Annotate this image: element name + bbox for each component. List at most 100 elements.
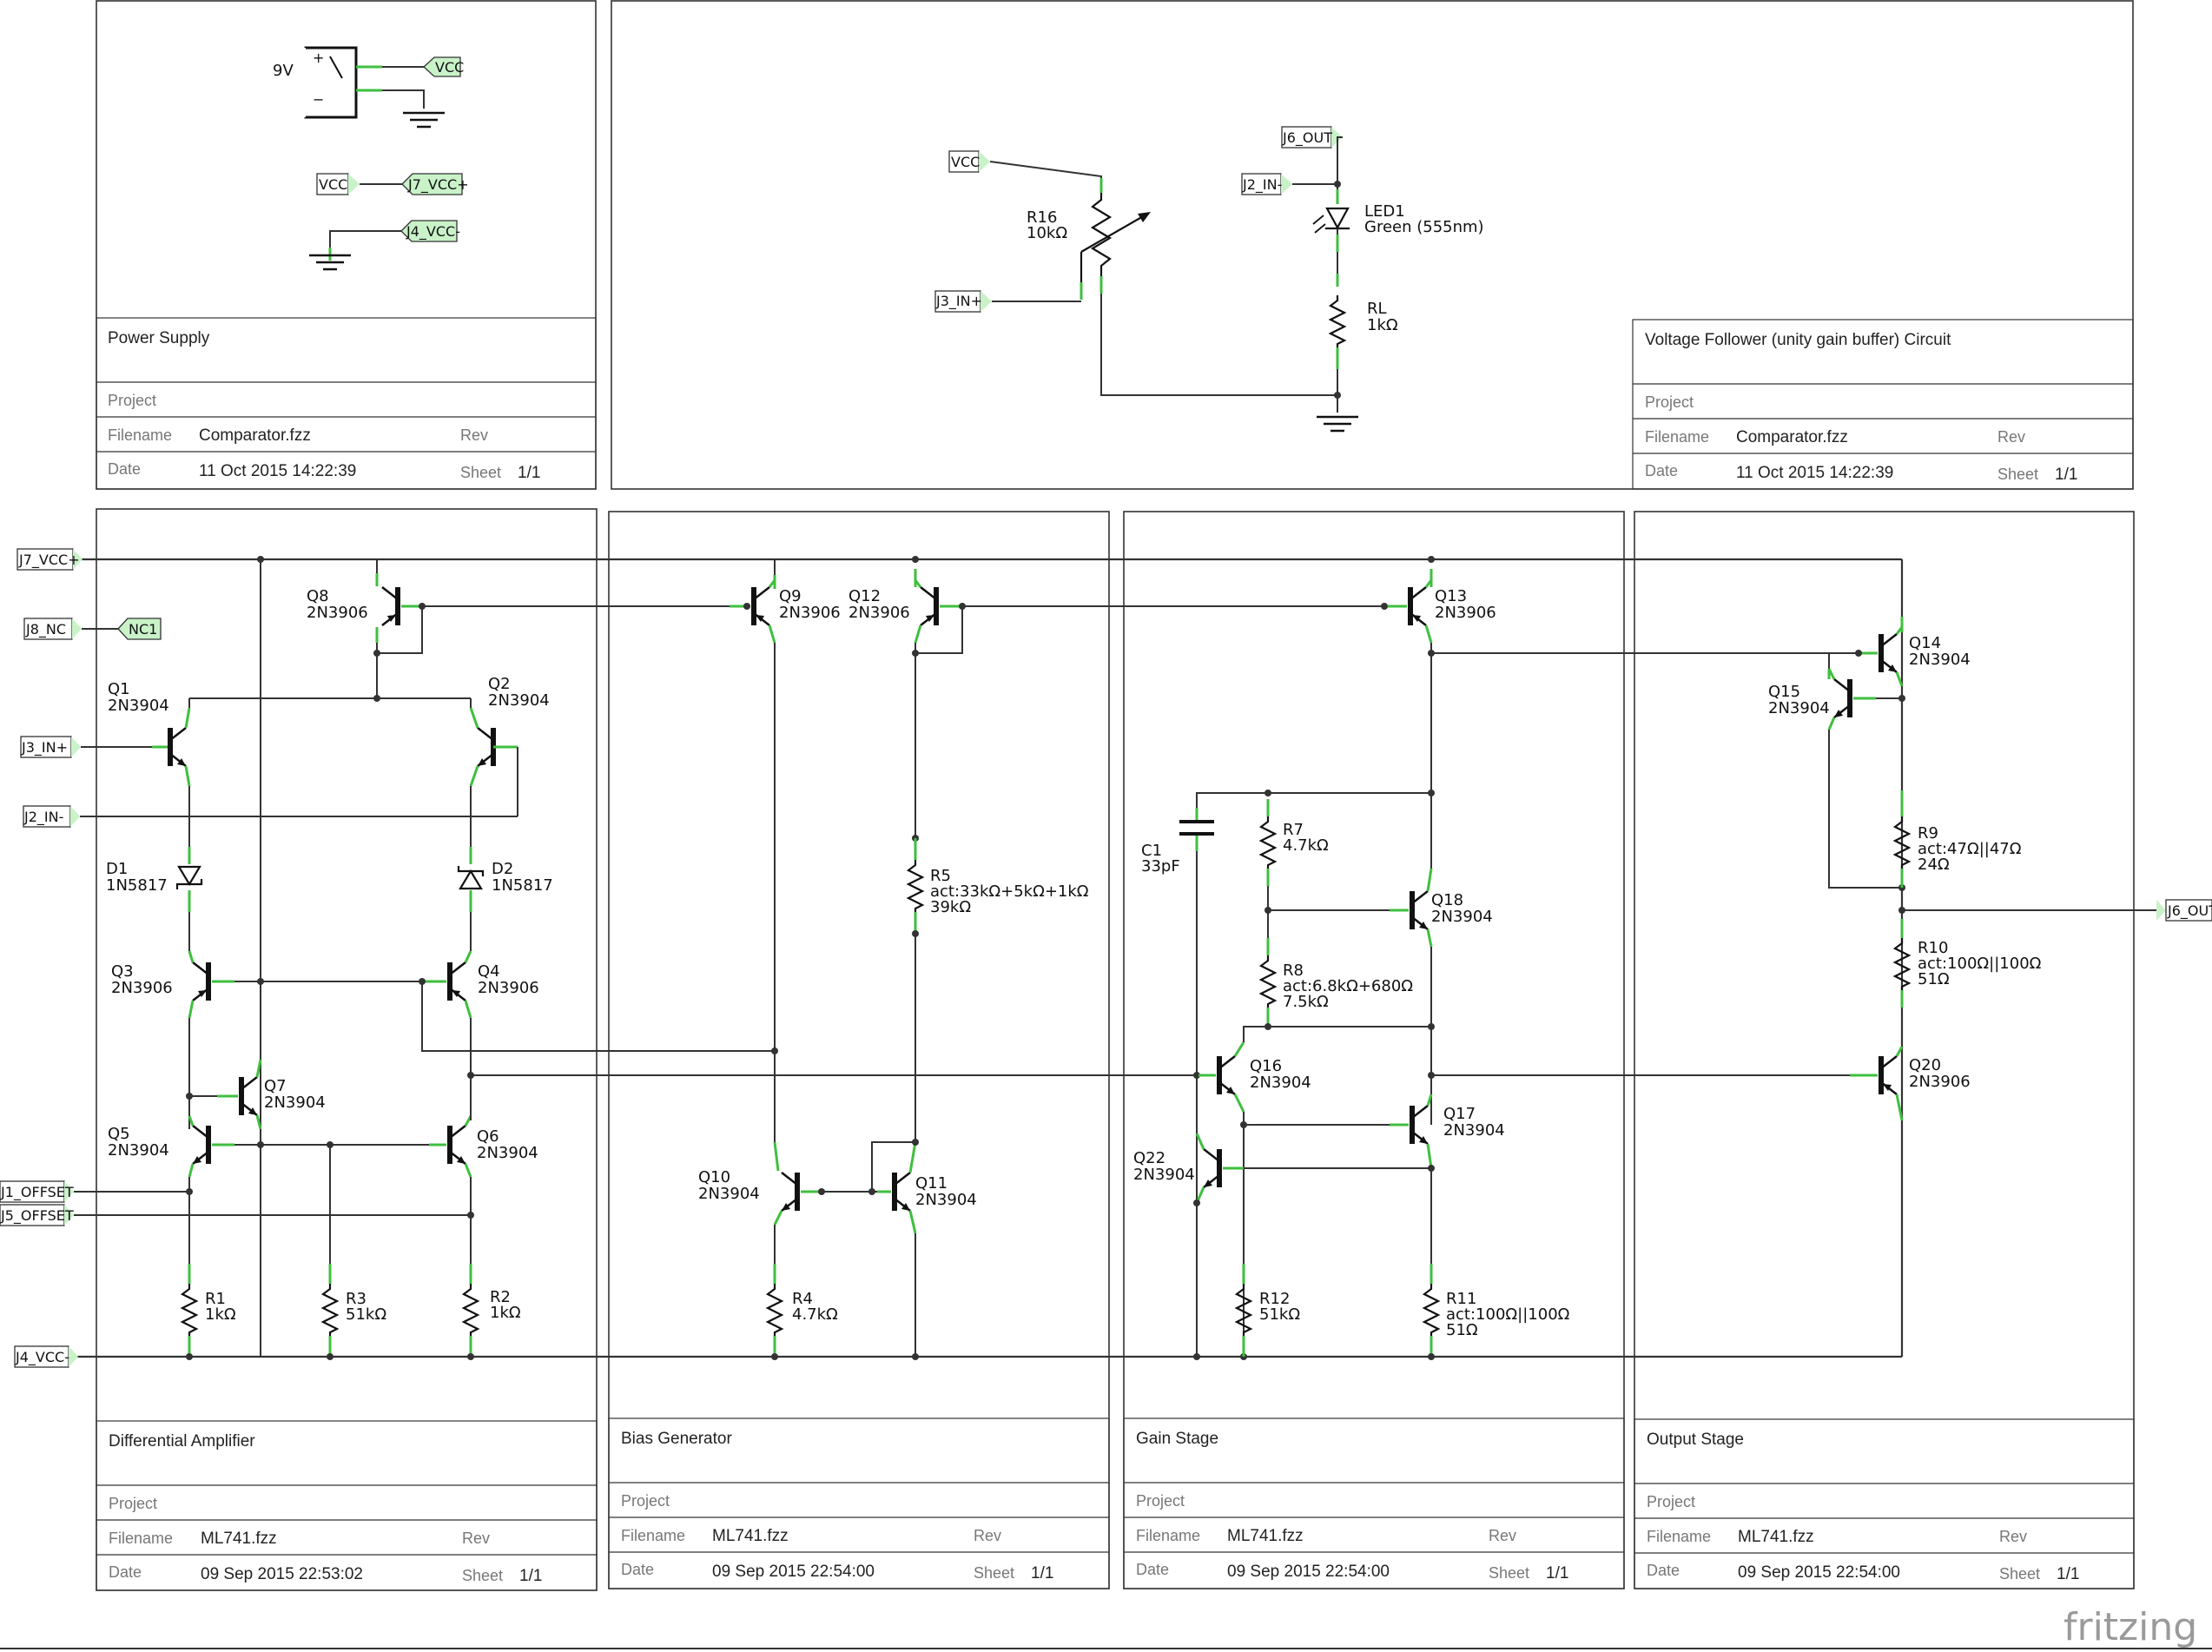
sheet-title: Differential Amplifier <box>109 1432 255 1450</box>
sheet-title: Gain Stage <box>1136 1430 1218 1448</box>
svg-text:Date: Date <box>1647 1562 1680 1579</box>
svg-text:act:33kΩ+5kΩ+1kΩ: act:33kΩ+5kΩ+1kΩ <box>930 882 1089 901</box>
svg-text:Rev: Rev <box>1997 428 2025 446</box>
svg-text:2N3904: 2N3904 <box>1133 1166 1195 1184</box>
svg-text:2N3904: 2N3904 <box>1768 699 1830 717</box>
svg-text:4.7kΩ: 4.7kΩ <box>792 1305 838 1324</box>
svg-text:Filename: Filename <box>1136 1527 1200 1544</box>
svg-text:ML741.fzz: ML741.fzz <box>1738 1528 1814 1546</box>
svg-text:51Ω: 51Ω <box>1918 970 1950 988</box>
svg-text:−: − <box>313 91 324 108</box>
svg-text:Project: Project <box>109 1495 157 1512</box>
battery-symbol: + − <box>304 46 358 119</box>
svg-text:Q11: Q11 <box>915 1174 948 1193</box>
gain-stage-schematic: Q13 2N3906 C1 33pF R7 4.7kΩ Q18 2N3904 <box>1133 556 1859 1360</box>
svg-text:J1_OFFSET: J1_OFFSET <box>0 1184 74 1201</box>
svg-text:C1: C1 <box>1141 842 1162 860</box>
sheet-title: Bias Generator <box>621 1430 732 1448</box>
svg-text:ML741.fzz: ML741.fzz <box>712 1527 789 1545</box>
svg-text:1N5817: 1N5817 <box>106 876 168 895</box>
led1-name: LED1 <box>1364 202 1405 221</box>
svg-text:Rev: Rev <box>460 426 488 444</box>
svg-text:J6_OUT: J6_OUT <box>1282 129 1332 147</box>
svg-text:2N3906: 2N3906 <box>307 604 368 622</box>
svg-text:Sheet: Sheet <box>1489 1564 1529 1582</box>
svg-text:ML741.fzz: ML741.fzz <box>201 1530 277 1548</box>
svg-text:2N3904: 2N3904 <box>477 1144 538 1162</box>
svg-text:51Ω: 51Ω <box>1446 1321 1478 1339</box>
svg-text:Filename: Filename <box>621 1527 685 1544</box>
led1-value: Green (555nm) <box>1364 218 1484 236</box>
svg-text:11 Oct 2015 14:22:39: 11 Oct 2015 14:22:39 <box>1736 464 1893 482</box>
svg-text:09 Sep 2015 22:54:00: 09 Sep 2015 22:54:00 <box>1738 1563 1900 1582</box>
svg-text:Q10: Q10 <box>698 1168 730 1186</box>
svg-text:R5: R5 <box>930 867 951 885</box>
svg-text:Sheet: Sheet <box>974 1564 1014 1582</box>
svg-text:Filename: Filename <box>1647 1528 1711 1545</box>
svg-text:Project: Project <box>621 1492 670 1510</box>
svg-text:2N3904: 2N3904 <box>915 1191 977 1209</box>
output-stage-schematic: Q14 2N3904 Q15 2N3904 R9 act:47Ω||47Ω 24… <box>1768 559 2156 1121</box>
svg-text:Rev: Rev <box>1999 1528 2027 1545</box>
svg-text:2N3904: 2N3904 <box>1443 1121 1505 1140</box>
svg-text:+: + <box>313 50 324 66</box>
svg-text:Project: Project <box>1645 393 1694 411</box>
svg-text:Project: Project <box>1647 1493 1695 1510</box>
svg-text:1/1: 1/1 <box>519 1567 542 1585</box>
net-label-j2-in-minus: J2_IN- <box>23 805 80 828</box>
svg-text:Filename: Filename <box>109 1530 173 1547</box>
svg-text:39kΩ: 39kΩ <box>930 898 971 916</box>
svg-text:R1: R1 <box>205 1290 226 1308</box>
svg-text:R2: R2 <box>490 1288 511 1306</box>
rl-name: RL <box>1367 300 1387 318</box>
titleblock-power: Power Supply Project Filename Comparator… <box>96 317 597 490</box>
diff-amp-schematic: Q8 2N3906 Q1 2N3904 Q2 2N3904 D1 1N5817 <box>74 556 1198 1360</box>
svg-text:VCC: VCC <box>951 154 980 170</box>
svg-text:act:6.8kΩ+680Ω: act:6.8kΩ+680Ω <box>1283 977 1413 995</box>
titleblock-diffamp: Differential Amplifier Project Filename … <box>96 1420 598 1591</box>
svg-text:Q9: Q9 <box>779 587 802 605</box>
svg-text:Q13: Q13 <box>1435 587 1467 605</box>
svg-text:1/1: 1/1 <box>2055 466 2077 484</box>
svg-text:R3: R3 <box>346 1290 366 1308</box>
svg-text:33pF: 33pF <box>1141 857 1180 876</box>
svg-text:Rev: Rev <box>462 1530 490 1547</box>
svg-text:R7: R7 <box>1283 821 1304 839</box>
svg-text:R12: R12 <box>1259 1290 1290 1308</box>
net-label-j5-offset: J5_OFFSET <box>0 1204 74 1226</box>
svg-text:R4: R4 <box>792 1290 813 1308</box>
svg-text:Sheet: Sheet <box>460 464 501 481</box>
svg-text:Date: Date <box>109 1563 142 1581</box>
net-label-j7-vcc-plus: J7_VCC+ <box>17 548 83 571</box>
svg-text:Q12: Q12 <box>848 587 881 605</box>
rl-value: 1kΩ <box>1367 316 1398 334</box>
svg-text:2N3904: 2N3904 <box>108 1141 169 1160</box>
svg-text:NC1: NC1 <box>129 621 157 638</box>
svg-text:09 Sep 2015 22:54:00: 09 Sep 2015 22:54:00 <box>712 1563 875 1581</box>
svg-text:11 Oct 2015 14:22:39: 11 Oct 2015 14:22:39 <box>199 462 356 480</box>
titleblock-bias: Bias Generator Project Filename ML741.fz… <box>608 1417 1110 1589</box>
svg-text:1/1: 1/1 <box>1031 1564 1053 1583</box>
svg-text:Q4: Q4 <box>478 962 500 981</box>
svg-text:Q22: Q22 <box>1133 1149 1165 1167</box>
svg-text:2N3904: 2N3904 <box>488 691 550 710</box>
svg-text:2N3904: 2N3904 <box>264 1094 326 1112</box>
power-supply-schematic: + − 9V VCC VCC J7_VCC+ J4_VCC- <box>273 46 469 271</box>
r16-name: R16 <box>1027 208 1057 227</box>
svg-text:51kΩ: 51kΩ <box>1259 1305 1300 1324</box>
svg-text:Q16: Q16 <box>1250 1057 1282 1075</box>
svg-text:1/1: 1/1 <box>518 464 540 482</box>
svg-text:act:47Ω||47Ω: act:47Ω||47Ω <box>1918 840 2022 858</box>
svg-text:Filename: Filename <box>1645 428 1709 446</box>
svg-text:1/1: 1/1 <box>2057 1565 2079 1583</box>
potentiometer-r16 <box>1080 193 1151 300</box>
titleblock-follower: Voltage Follower (unity gain buffer) Cir… <box>1632 319 2134 490</box>
svg-text:J8_NC: J8_NC <box>25 621 66 638</box>
svg-text:Q6: Q6 <box>477 1127 499 1146</box>
svg-text:VCC: VCC <box>435 59 464 76</box>
battery-label: 9V <box>273 62 294 80</box>
svg-text:Q15: Q15 <box>1768 683 1800 701</box>
svg-text:J5_OFFSET: J5_OFFSET <box>0 1207 74 1225</box>
svg-text:J2_IN-: J2_IN- <box>1242 176 1282 194</box>
svg-text:2N3904: 2N3904 <box>1431 908 1493 926</box>
